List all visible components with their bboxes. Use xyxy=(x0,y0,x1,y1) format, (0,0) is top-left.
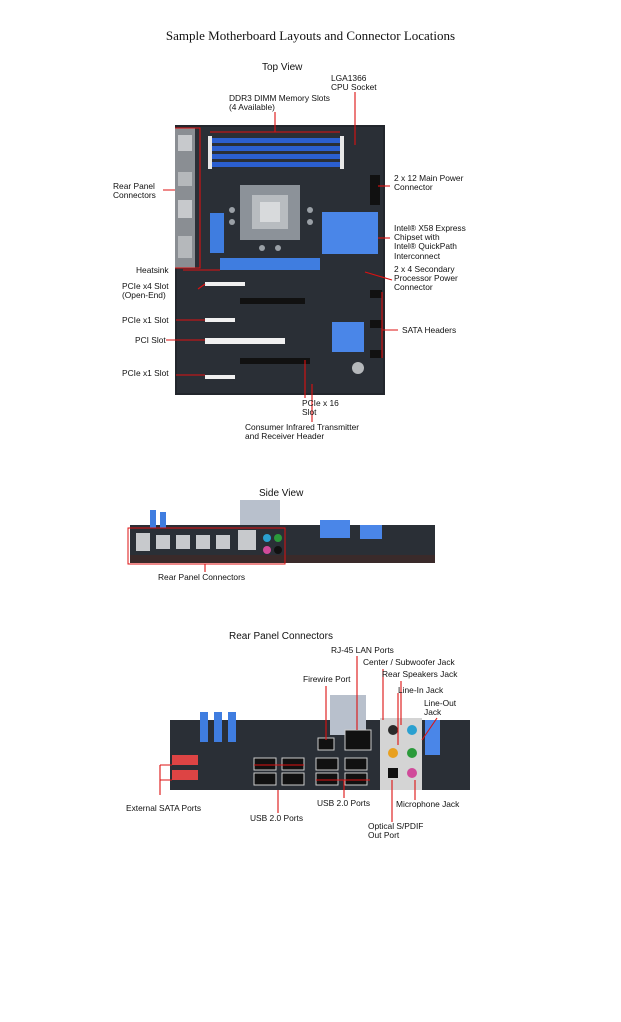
label-usb-left: USB 2.0 Ports xyxy=(250,813,304,823)
rear-panel-heading: Rear Panel Connectors xyxy=(229,631,333,642)
label-microphone: Microphone Jack xyxy=(396,799,460,809)
label-firewire: Firewire Port xyxy=(303,674,351,684)
label-pcie-x16: PCIe x 16 Slot xyxy=(302,398,339,418)
label-external-sata: External SATA Ports xyxy=(126,803,202,813)
label-usb-right: USB 2.0 Ports xyxy=(317,798,371,808)
label-pcie-x4: PCIe x4 Slot (Open-End) xyxy=(122,281,169,301)
label-line-out: Line-Out Jack xyxy=(424,698,457,718)
label-main-power: 2 x 12 Main Power Connector xyxy=(394,173,464,193)
label-side-rear-panel: Rear Panel Connectors xyxy=(158,572,246,582)
label-heatsink: Heatsink xyxy=(136,265,169,275)
label-rj45: RJ-45 LAN Ports xyxy=(331,645,394,655)
label-cpu-socket: LGA1366 CPU Socket xyxy=(331,73,377,93)
label-pcie-x1-b: PCIe x1 Slot xyxy=(122,368,169,378)
side-view-heading: Side View xyxy=(259,488,304,499)
label-rear-panel: Rear Panel Connectors xyxy=(113,181,156,201)
label-dimm-slots: DDR3 DIMM Memory Slots (4 Available) xyxy=(229,93,330,113)
label-rear-speakers: Rear Speakers Jack xyxy=(382,669,458,679)
top-view-heading: Top View xyxy=(262,62,303,73)
label-infrared: Consumer Infrared Transmitter and Receiv… xyxy=(245,422,360,442)
motherboard-top-image xyxy=(163,92,398,422)
label-pcie-x1-a: PCIe x1 Slot xyxy=(122,315,169,325)
label-secondary-power: 2 x 4 Secondary Processor Power Connecto… xyxy=(394,264,458,293)
page-title: Sample Motherboard Layouts and Connector… xyxy=(165,28,456,43)
label-center-sub: Center / Subwoofer Jack xyxy=(363,657,455,667)
label-optical: Optical S/PDIF Out Port xyxy=(368,821,424,841)
label-pci-slot: PCI Slot xyxy=(135,335,166,345)
label-sata-headers: SATA Headers xyxy=(402,325,457,335)
label-chipset: Intel® X58 Express Chipset with Intel® Q… xyxy=(394,223,466,261)
label-line-in: Line-In Jack xyxy=(398,685,444,695)
